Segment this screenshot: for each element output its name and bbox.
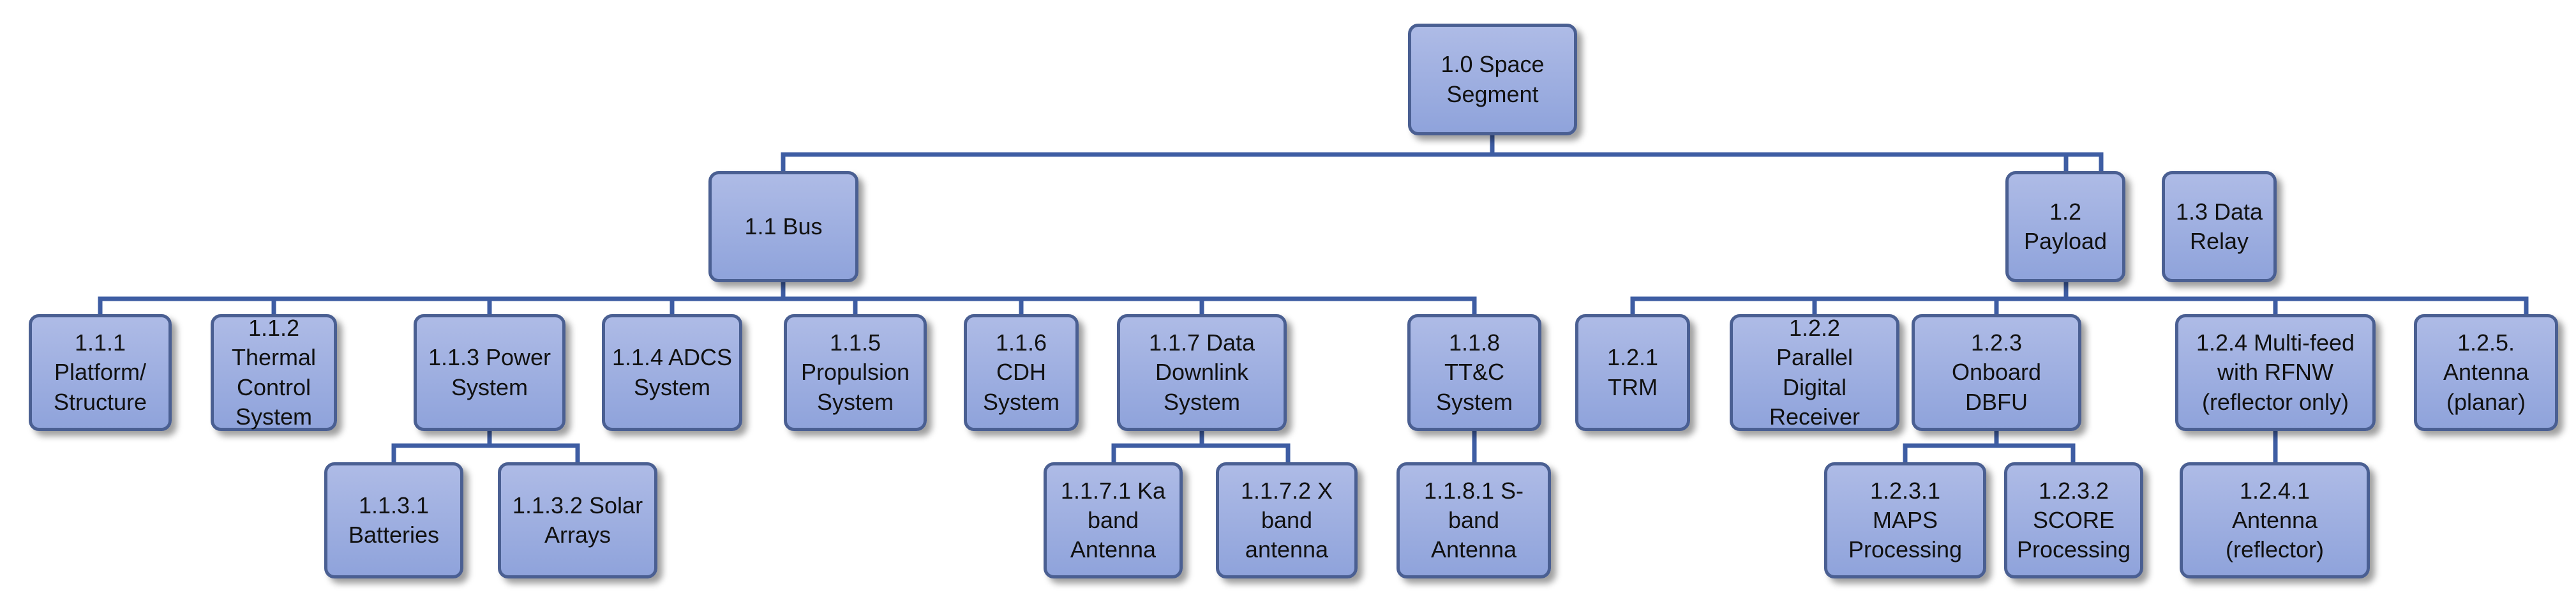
node-label: 1.2.4 Multi-feed with RFNW (reflector on… [2196,329,2355,415]
node-label: 1.1 Bus [744,213,823,239]
node-s-band-antenna: 1.1.8.1 S- band Antenna [1397,462,1551,578]
node-thermal-control: 1.1.2 Thermal Control System [211,314,337,431]
node-solar-arrays: 1.1.3.2 Solar Arrays [498,462,657,578]
connector-bus [98,280,1477,317]
node-onboard-dbfu: 1.2.3 Onboard DBFU [1912,314,2081,431]
node-label: 1.2.3.1 MAPS Processing [1848,477,1963,563]
node-label: 1.2.5. Antenna (planar) [2443,329,2529,415]
node-label: 1.2.1 TRM [1606,344,1659,400]
node-space-segment: 1.0 Space Segment [1408,24,1577,135]
node-label: 1.1.7 Data Downlink System [1148,329,1255,415]
node-maps-processing: 1.2.3.1 MAPS Processing [1824,462,1986,578]
node-adcs-system: 1.1.4 ADCS System [602,314,742,431]
node-label: 1.2.3 Onboard DBFU [1951,329,2042,415]
node-label: 1.1.1 Platform/ Structure [53,329,147,415]
node-label: 1.0 Space Segment [1441,51,1545,107]
connector-power [391,428,580,465]
connector-payload [1630,280,2529,317]
node-bus: 1.1 Bus [708,171,858,282]
node-label: 1.1.5 Propulsion System [800,329,910,415]
node-antenna-planar: 1.2.5. Antenna (planar) [2414,314,2558,431]
node-label: 1.1.3.1 Batteries [348,492,440,548]
node-label: 1.1.4 ADCS System [611,344,733,400]
node-label: 1.2.4.1 Antenna (reflector) [2225,477,2325,563]
node-label: 1.3 Data Relay [2175,198,2263,254]
node-label: 1.2 Payload [2023,198,2108,254]
node-label: 1.1.2 Thermal Control System [231,315,317,430]
node-ka-band-antenna: 1.1.7.1 Ka band Antenna [1044,462,1183,578]
node-cdh-system: 1.1.6 CDH System [964,314,1079,431]
node-data-downlink: 1.1.7 Data Downlink System [1117,314,1287,431]
node-label: 1.1.7.1 Ka band Antenna [1060,477,1166,563]
node-score-processing: 1.2.3.2 SCORE Processing [2004,462,2143,578]
node-parallel-digital-receiver: 1.2.2 Parallel Digital Receiver [1730,314,1899,431]
node-label: 1.1.7.2 X band antenna [1240,477,1333,563]
node-ttc-system: 1.1.8 TT&C System [1407,314,1541,431]
node-data-relay: 1.3 Data Relay [2162,171,2277,282]
connector-downlink [1111,428,1291,465]
node-label: 1.1.3.2 Solar Arrays [512,492,643,548]
connector-root [781,133,2104,174]
node-label: 1.1.3 Power System [428,344,551,400]
node-propulsion-system: 1.1.5 Propulsion System [784,314,927,431]
node-label: 1.2.2 Parallel Digital Receiver [1769,315,1861,430]
node-label: 1.2.3.2 SCORE Processing [2016,477,2131,563]
connector-dbfu [1903,428,2076,465]
node-power-system: 1.1.3 Power System [414,314,565,431]
node-label: 1.1.6 CDH System [982,329,1060,415]
node-label: 1.1.8.1 S- band Antenna [1423,477,1524,563]
node-multi-feed-rfnw: 1.2.4 Multi-feed with RFNW (reflector on… [2175,314,2376,431]
node-antenna-reflector: 1.2.4.1 Antenna (reflector) [2180,462,2370,578]
node-payload: 1.2 Payload [2005,171,2125,282]
node-label: 1.1.8 TT&C System [1435,329,1513,415]
node-platform-structure: 1.1.1 Platform/ Structure [29,314,172,431]
node-x-band-antenna: 1.1.7.2 X band antenna [1216,462,1358,578]
node-trm: 1.2.1 TRM [1575,314,1690,431]
node-batteries: 1.1.3.1 Batteries [324,462,463,578]
